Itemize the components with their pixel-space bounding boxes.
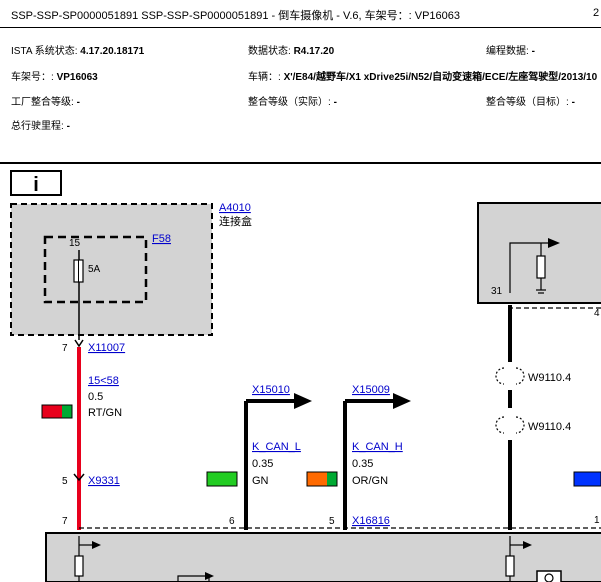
actual-label: 整合等级（实际）:: [248, 97, 331, 108]
prog-value: -: [531, 46, 535, 57]
pin-6: 6: [229, 516, 235, 527]
component-a4010-desc: 连接盒: [219, 214, 252, 228]
component-right-top: [477, 202, 601, 304]
vehicle-value: X'/E84/越野车/X1 xDrive25i/N52/自动变速箱/ECE/左座…: [283, 72, 598, 83]
target-integration-level: 整合等级（目标）: -: [486, 93, 575, 108]
vin-info: 车架号：: VP16063: [11, 68, 98, 83]
wire-15-58-color: RT/GN: [88, 407, 122, 419]
wire-15-58-link[interactable]: 15<58: [88, 375, 119, 387]
page-number: 2: [593, 7, 600, 19]
wire-k-can-h-color: OR/GN: [352, 475, 388, 487]
connector-x15009-link[interactable]: X15009: [352, 384, 390, 396]
programming-data: 编程数据: -: [486, 42, 535, 57]
resistor-icon: [74, 555, 84, 577]
factory-integration-level: 工厂整合等级: -: [11, 93, 80, 108]
info-icon[interactable]: i: [10, 170, 62, 196]
fuse-box-f58: [43, 235, 148, 304]
component-a4010-link[interactable]: A4010: [219, 202, 251, 214]
data-status: 数据状态: R4.17.20: [248, 42, 334, 57]
vehicle-label: 车辆：:: [248, 72, 281, 83]
wire-15-58-size: 0.5: [88, 391, 103, 403]
pin-31: 31: [491, 286, 503, 297]
arrow-right-icon: [523, 541, 532, 549]
pin-1-right: 1: [594, 515, 600, 526]
color-swatch-bl: [573, 471, 601, 487]
arrow-right-icon: [92, 541, 101, 549]
fuse-rating: 5A: [88, 264, 101, 275]
arrow-right-icon: [548, 238, 560, 248]
prog-label: 编程数据:: [486, 46, 529, 57]
vin-label: 车架号：:: [11, 72, 54, 83]
color-swatch-gn: [206, 471, 238, 487]
connector-chevron-top: [74, 339, 84, 348]
data-label: 数据状态:: [248, 46, 291, 57]
ground-point-w9110-1: [495, 367, 525, 385]
pin-7-top: 7: [62, 343, 68, 354]
connector-x9331-link[interactable]: X9331: [88, 475, 120, 487]
ista-status: ISTA 系统状态: 4.17.20.18171: [11, 42, 144, 57]
fuse-pin-label: 15: [69, 238, 81, 249]
wire-k-can-l-size: 0.35: [252, 458, 273, 470]
mileage-label: 总行驶里程:: [11, 121, 64, 132]
diagram-rule: [0, 162, 601, 164]
ground-w9110-label-2: W9110.4: [528, 421, 571, 433]
pin-7-bottom: 7: [62, 516, 68, 527]
connector-x11007-link[interactable]: X11007: [88, 342, 125, 354]
svg-text:i: i: [33, 174, 39, 196]
pin-5-mid: 5: [329, 516, 335, 527]
resistor-icon: [536, 255, 546, 279]
ista-value: 4.17.20.18171: [80, 46, 145, 57]
factory-label: 工厂整合等级:: [11, 97, 74, 108]
arrow-right-icon: [393, 393, 411, 409]
pin-5-left: 5: [62, 476, 68, 487]
connector-chevron-x9331: [73, 473, 85, 482]
pin-4-right: 4: [594, 308, 600, 319]
component-bottom: [45, 532, 601, 582]
arrow-right-icon: [294, 393, 312, 409]
color-swatch-or-gn: [306, 471, 338, 487]
ista-label: ISTA 系统状态:: [11, 46, 78, 57]
target-label: 整合等级（目标）:: [486, 97, 569, 108]
wire-k-can-h-size: 0.35: [352, 458, 373, 470]
vehicle-info: 车辆：: X'/E84/越野车/X1 xDrive25i/N52/自动变速箱/E…: [248, 68, 597, 83]
connector-x15010-link[interactable]: X15010: [252, 384, 290, 396]
camera-icon: [536, 570, 562, 582]
resistor-icon: [505, 555, 515, 577]
wire-k-can-l-link[interactable]: K_CAN_L: [252, 441, 301, 453]
actual-value: -: [333, 97, 337, 108]
data-value: R4.17.20: [293, 46, 335, 57]
header-rule: [0, 27, 601, 28]
fuse-f58-link[interactable]: F58: [152, 233, 171, 245]
color-swatch-rt-gn: [41, 404, 73, 419]
vin-value: VP16063: [56, 72, 98, 83]
wire-k-can-l-color: GN: [252, 475, 269, 487]
ground-point-w9110-2: [495, 416, 525, 434]
actual-integration-level: 整合等级（实际）: -: [248, 93, 337, 108]
connector-x16816-link[interactable]: X16816: [352, 515, 390, 527]
factory-value: -: [76, 97, 80, 108]
ground-w9110-label-1: W9110.4: [528, 372, 571, 384]
document-title: SSP-SSP-SP0000051891 SSP-SSP-SP000005189…: [11, 10, 460, 22]
total-mileage: 总行驶里程: -: [11, 117, 70, 132]
mileage-value: -: [66, 121, 70, 132]
wire-k-can-h-link[interactable]: K_CAN_H: [352, 441, 403, 453]
target-value: -: [571, 97, 575, 108]
